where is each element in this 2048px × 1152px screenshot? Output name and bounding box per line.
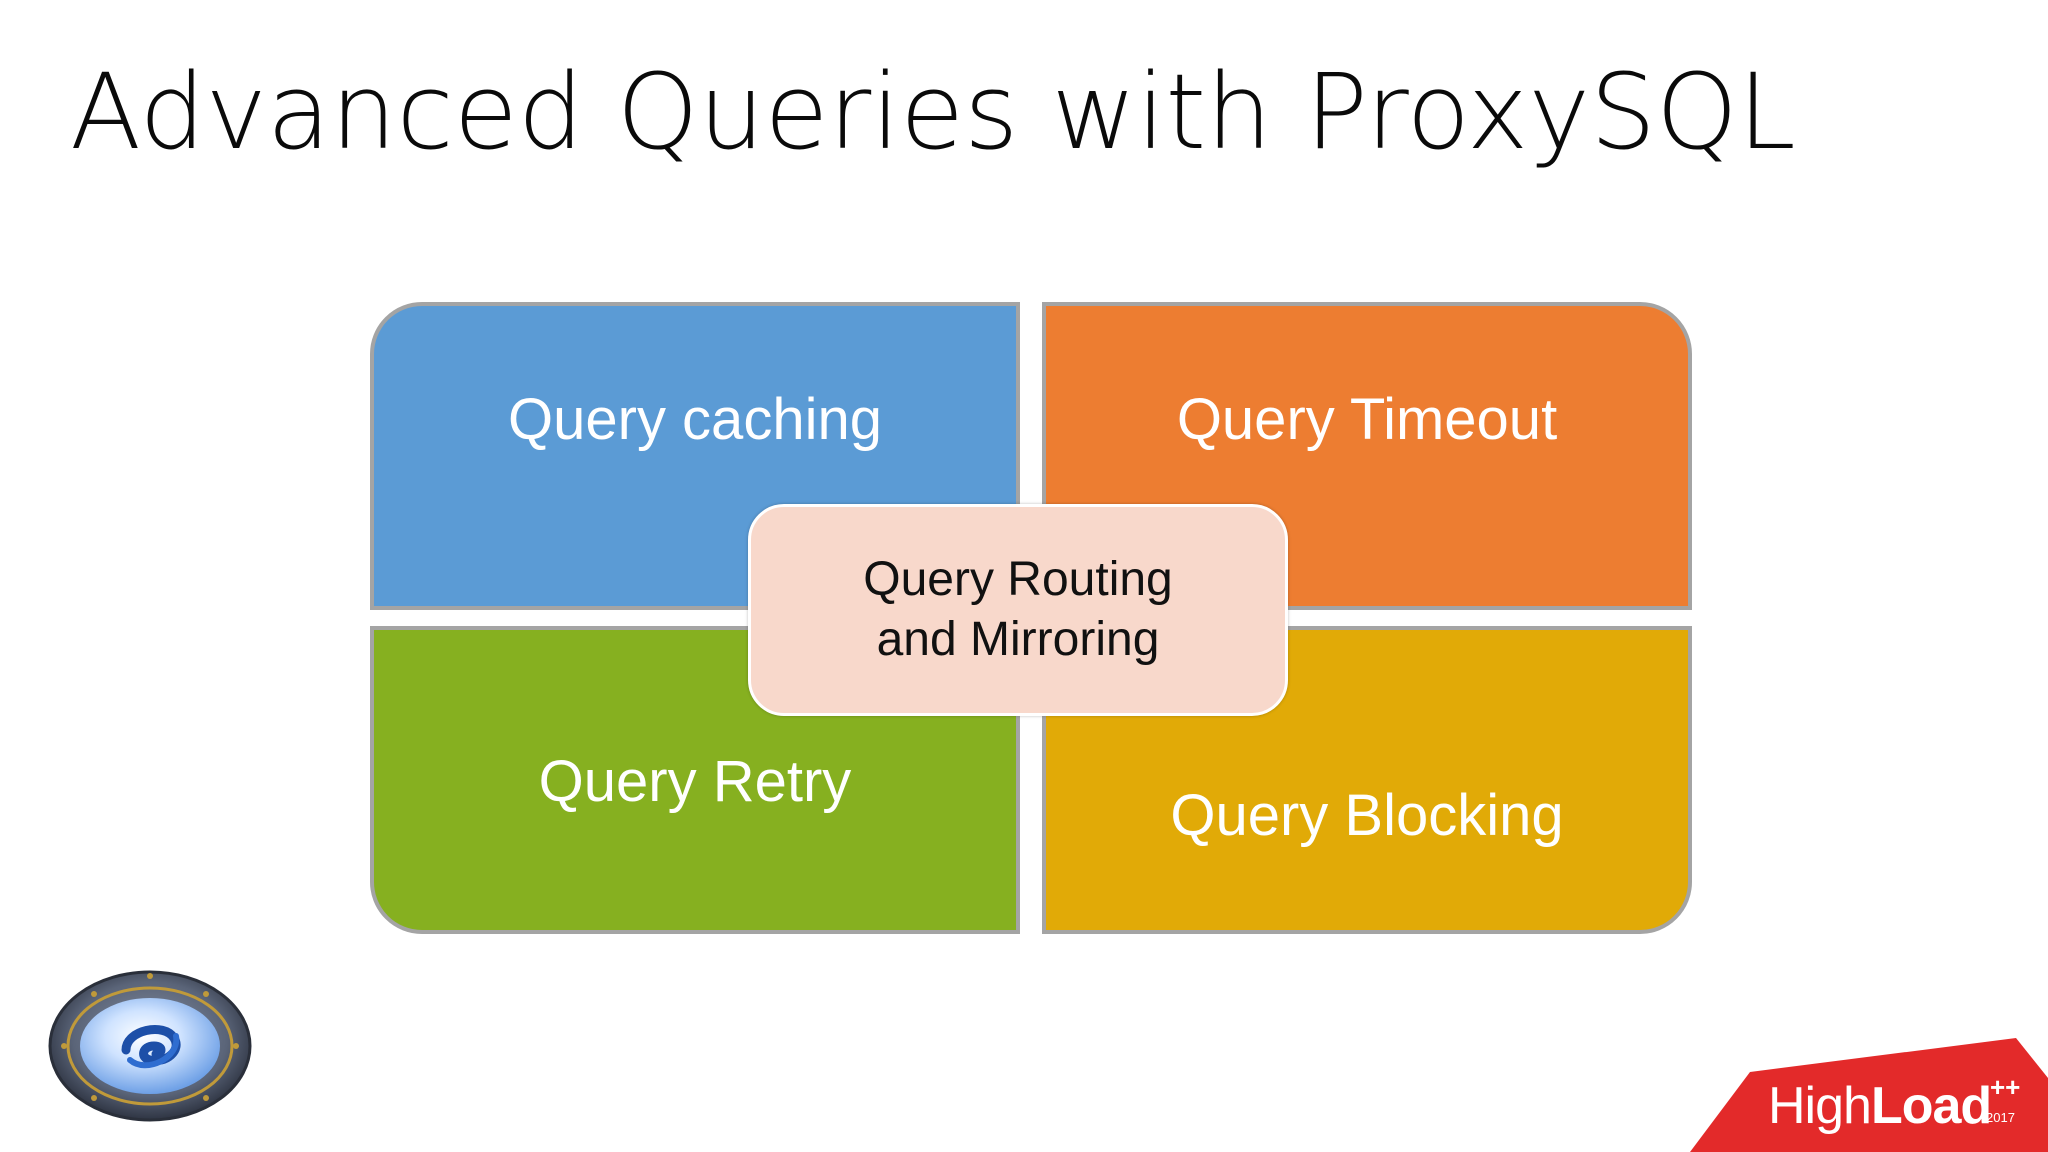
quadrant-query-caching: Query caching	[370, 302, 1020, 610]
highload-superscript: ++	[1990, 1072, 2021, 1102]
center-box-query-routing: Query Routing and Mirroring	[748, 504, 1288, 716]
highload-year: 2017	[1986, 1110, 2015, 1125]
highload-part2: Load	[1870, 1077, 1992, 1135]
highload-logo-text: HighLoad	[1768, 1076, 1992, 1136]
quadrant-query-blocking: Query Blocking	[1042, 626, 1692, 934]
center-label-line2: and Mirroring	[876, 613, 1160, 666]
quadrant-label: Query caching	[508, 387, 882, 452]
center-label-line1: Query Routing	[863, 553, 1173, 606]
quadrant-label: Query Retry	[538, 749, 852, 814]
slide-title: Advanced Queries with ProxySQL	[70, 51, 1796, 173]
quadrant-query-timeout: Query Timeout	[1042, 302, 1692, 610]
proxysql-logo-icon	[48, 970, 252, 1122]
quadrant-label: Query Timeout	[1176, 387, 1558, 452]
highload-badge-icon	[1690, 1038, 2048, 1152]
highload-part1: High	[1768, 1077, 1872, 1135]
quadrant-label: Query Blocking	[1170, 783, 1564, 848]
